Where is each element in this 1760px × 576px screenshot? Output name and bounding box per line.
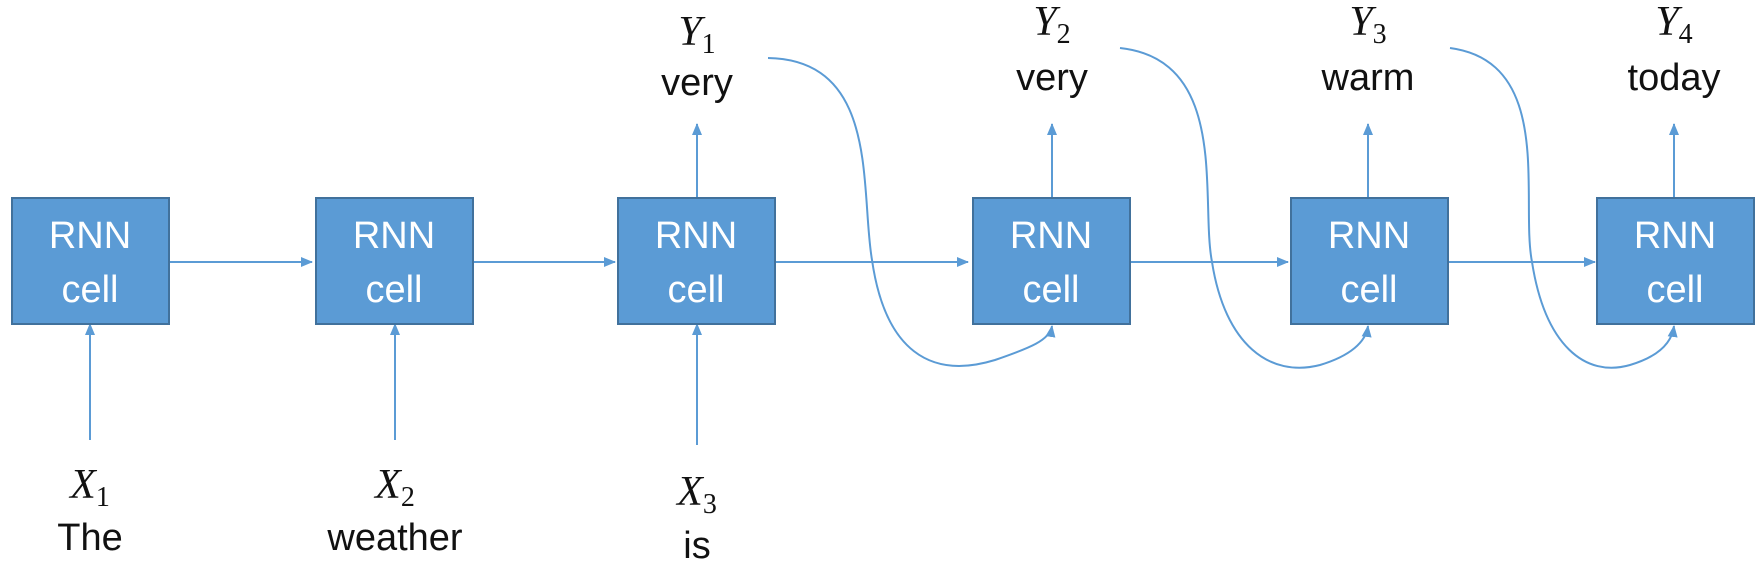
output-word-4: today (1628, 57, 1721, 99)
input-var-2: X2 (373, 462, 415, 513)
cell-line2: cell (1022, 269, 1079, 311)
output-var-2: Y2 (1033, 0, 1070, 50)
output-word-1: very (661, 62, 733, 104)
input-arrows (85, 323, 702, 445)
output-var-4: Y4 (1655, 0, 1692, 50)
input-word-1: The (57, 517, 122, 559)
cell-line2: cell (61, 269, 118, 311)
rnn-cell-4: RNN cell (972, 197, 1131, 325)
input-var-3: X3 (675, 469, 717, 520)
cell-line2: cell (365, 269, 422, 311)
input-var-1: X1 (68, 462, 110, 513)
rnn-cell-5: RNN cell (1290, 197, 1449, 325)
output-var-3: Y3 (1349, 0, 1386, 50)
rnn-cell-3: RNN cell (617, 197, 776, 325)
input-word-3: is (683, 525, 710, 567)
cell-line1: RNN (49, 215, 131, 257)
cell-line2: cell (667, 269, 724, 311)
input-labels: X1 The X2 weather X3 is (57, 462, 717, 567)
output-arrows (692, 123, 1679, 198)
output-labels: Y1 very Y2 very Y3 warm Y4 today (661, 0, 1720, 104)
feedback-curve-y1-to-cell4 (767, 57, 1056, 367)
cell-line1: RNN (655, 215, 737, 257)
feedback-curve-y3-to-cell6 (1449, 47, 1678, 369)
cell-line1: RNN (1328, 215, 1410, 257)
cell-line2: cell (1646, 269, 1703, 311)
cell-line1: RNN (1634, 215, 1716, 257)
cell-line1: RNN (353, 215, 435, 257)
cell-line2: cell (1340, 269, 1397, 311)
input-word-2: weather (326, 517, 463, 559)
output-var-1: Y1 (678, 9, 715, 60)
output-word-3: warm (1321, 57, 1415, 99)
rnn-cell-6: RNN cell (1596, 197, 1755, 325)
rnn-cell-1: RNN cell (11, 197, 170, 325)
feedback-curves (767, 47, 1678, 369)
feedback-curve-y2-to-cell5 (1119, 47, 1372, 369)
rnn-cells: RNN cell RNN cell RNN cell RNN cell RNN … (11, 197, 1755, 325)
output-word-2: very (1016, 57, 1088, 99)
rnn-cell-2: RNN cell (315, 197, 474, 325)
cell-line1: RNN (1010, 215, 1092, 257)
